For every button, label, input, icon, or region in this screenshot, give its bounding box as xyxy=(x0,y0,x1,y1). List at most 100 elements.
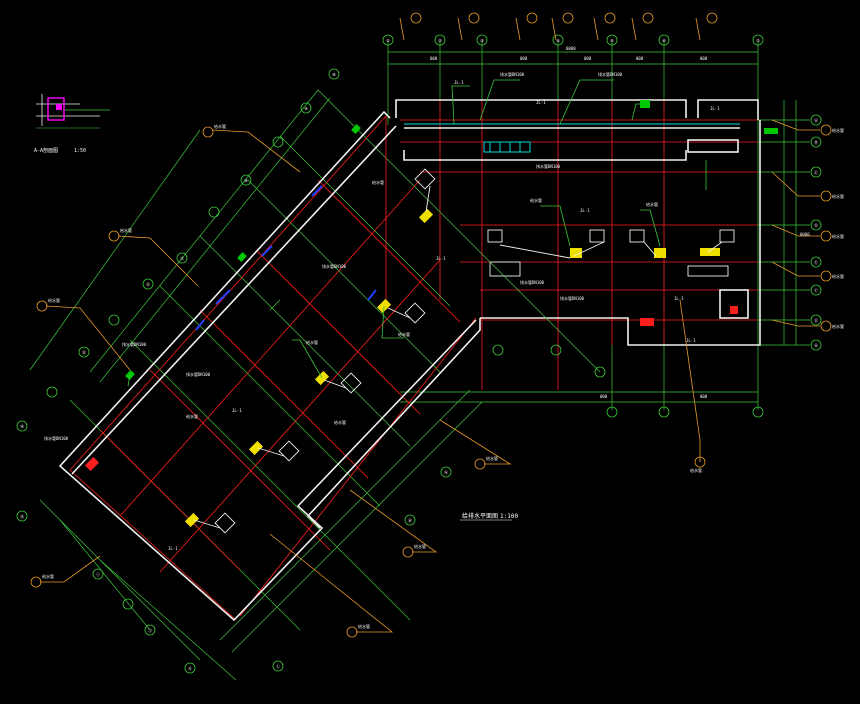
svg-text:000: 000 xyxy=(700,56,708,61)
svg-text:给水管: 给水管 xyxy=(398,331,410,337)
svg-text:000: 000 xyxy=(600,394,608,399)
tag-texts: 排水管DN100 排水管DN100 JL-1 JL-1 JL-1 排水管DN10… xyxy=(44,71,720,551)
svg-text:给水管: 给水管 xyxy=(42,573,54,579)
svg-text:⑪: ⑪ xyxy=(180,255,184,261)
rect-block-equipment xyxy=(487,229,735,277)
svg-text:⑨: ⑨ xyxy=(304,106,308,111)
svg-text:Ⓗ: Ⓗ xyxy=(814,342,818,348)
svg-text:给水管: 给水管 xyxy=(832,127,844,133)
section-detail xyxy=(36,94,110,129)
svg-text:给水管: 给水管 xyxy=(186,413,198,419)
svg-text:Ⓐ: Ⓐ xyxy=(814,117,818,123)
diagonal-equipment xyxy=(193,168,436,534)
svg-text:⑫: ⑫ xyxy=(146,281,150,287)
svg-text:给水管: 给水管 xyxy=(306,339,318,345)
svg-text:给水管: 给水管 xyxy=(832,193,844,199)
svg-text:Ⓓ: Ⓓ xyxy=(814,222,818,228)
svg-text:JL-1: JL-1 xyxy=(710,106,720,111)
diagonal-axis-bubbles xyxy=(16,68,606,674)
plan-scale: 1:100 xyxy=(500,513,518,520)
svg-text:000: 000 xyxy=(520,56,528,61)
svg-text:Ⓛ: Ⓛ xyxy=(276,663,280,669)
plan-title: 给排水平面图 xyxy=(462,512,498,520)
rect-block-green-leaders xyxy=(451,79,707,247)
svg-text:⑭: ⑭ xyxy=(20,423,24,429)
svg-text:⑤: ⑤ xyxy=(610,38,614,43)
svg-text:给水管: 给水管 xyxy=(832,323,844,329)
diagonal-blue-pipes xyxy=(195,185,377,331)
svg-text:③: ③ xyxy=(480,38,484,43)
svg-text:JL-1: JL-1 xyxy=(168,546,178,551)
svg-text:给水管: 给水管 xyxy=(832,273,844,279)
svg-text:000: 000 xyxy=(430,56,438,61)
svg-text:排水管DN100: 排水管DN100 xyxy=(186,371,211,377)
svg-text:⑬: ⑬ xyxy=(82,349,86,355)
svg-text:排水管DN100: 排水管DN100 xyxy=(536,163,561,169)
svg-text:000: 000 xyxy=(700,394,708,399)
svg-text:JL-1: JL-1 xyxy=(232,408,242,413)
svg-text:Ⓖ: Ⓖ xyxy=(814,317,818,323)
svg-text:给水管: 给水管 xyxy=(214,123,226,129)
svg-text:⑩: ⑩ xyxy=(244,178,248,183)
svg-text:JL-1: JL-1 xyxy=(580,208,590,213)
svg-text:给水管: 给水管 xyxy=(48,297,60,303)
svg-text:排水管DN100: 排水管DN100 xyxy=(500,71,525,77)
svg-text:JL-1: JL-1 xyxy=(674,296,684,301)
svg-text:Ⓑ: Ⓑ xyxy=(814,139,818,145)
svg-text:0000: 0000 xyxy=(800,232,810,237)
diagonal-wing-walls xyxy=(58,110,481,622)
svg-text:000: 000 xyxy=(584,56,592,61)
svg-text:给水管: 给水管 xyxy=(334,419,346,425)
section-title: A-A剖面图 xyxy=(34,147,58,154)
svg-text:给水管: 给水管 xyxy=(832,233,844,239)
orange-label-bubbles xyxy=(30,12,832,638)
diagonal-red-marks xyxy=(84,306,738,472)
svg-text:JL-1: JL-1 xyxy=(436,256,446,261)
dimension-texts: 000 000 000 000 000 0000 000 000 0000 xyxy=(430,46,810,399)
rect-block-red-grid xyxy=(400,100,758,390)
section-scale: 1:50 xyxy=(74,148,86,154)
svg-text:给水管: 给水管 xyxy=(120,227,132,233)
diagonal-axis-numbers: ⑧ ⑨ ⑩ ⑪ ⑫ ⑬ ⑭ ⑮ Ⓘ Ⓙ Ⓚ Ⓛ Ⓜ Ⓝ xyxy=(20,72,448,671)
svg-text:排水管DN100: 排水管DN100 xyxy=(122,341,147,347)
svg-text:Ⓜ: Ⓜ xyxy=(408,517,412,523)
svg-text:⑥: ⑥ xyxy=(662,38,666,43)
svg-text:JL-1: JL-1 xyxy=(686,338,696,343)
svg-text:Ⓘ: Ⓘ xyxy=(96,571,100,577)
svg-text:给水管: 给水管 xyxy=(358,623,370,629)
svg-text:排水管DN100: 排水管DN100 xyxy=(598,71,623,77)
svg-text:JL-1: JL-1 xyxy=(536,100,546,105)
svg-text:JL-1: JL-1 xyxy=(454,80,464,85)
svg-text:Ⓚ: Ⓚ xyxy=(188,665,192,671)
svg-text:给水管: 给水管 xyxy=(646,201,658,207)
right-axis-bubbles xyxy=(810,114,822,351)
svg-text:⑦: ⑦ xyxy=(756,38,760,43)
rect-block-cyan-fixtures xyxy=(404,123,740,153)
svg-text:给水管: 给水管 xyxy=(530,197,542,203)
svg-text:②: ② xyxy=(438,38,442,43)
svg-text:④: ④ xyxy=(556,38,560,43)
orange-leader-lines xyxy=(40,17,820,633)
svg-text:⑮: ⑮ xyxy=(20,513,24,519)
svg-text:Ⓝ: Ⓝ xyxy=(444,469,448,475)
svg-text:000: 000 xyxy=(636,56,644,61)
svg-text:⑧: ⑧ xyxy=(332,72,336,77)
svg-text:①: ① xyxy=(386,38,390,43)
svg-text:排水管DN100: 排水管DN100 xyxy=(322,263,347,269)
svg-text:排水管DN100: 排水管DN100 xyxy=(560,295,585,301)
svg-text:给水管: 给水管 xyxy=(414,543,426,549)
svg-text:给水管: 给水管 xyxy=(372,179,384,185)
top-axis-numbers: ① ② ③ ④ ⑤ ⑥ ⑦ xyxy=(386,38,760,43)
svg-text:给水管: 给水管 xyxy=(690,467,702,473)
top-axis-bubbles xyxy=(382,34,764,418)
svg-text:给水管: 给水管 xyxy=(486,455,498,461)
right-axis-letters: Ⓐ Ⓑ Ⓒ Ⓓ Ⓔ Ⓕ Ⓖ Ⓗ xyxy=(814,117,818,348)
svg-text:Ⓒ: Ⓒ xyxy=(814,169,818,175)
leader-label-texts: 给水管 给水管 给水管 给水管 给水管 给水管 给水管 给水管 给水管 给水管 … xyxy=(42,123,844,629)
svg-text:排水管DN100: 排水管DN100 xyxy=(44,435,69,441)
svg-text:排水管DN100: 排水管DN100 xyxy=(520,279,545,285)
rect-block-walls xyxy=(395,99,761,346)
